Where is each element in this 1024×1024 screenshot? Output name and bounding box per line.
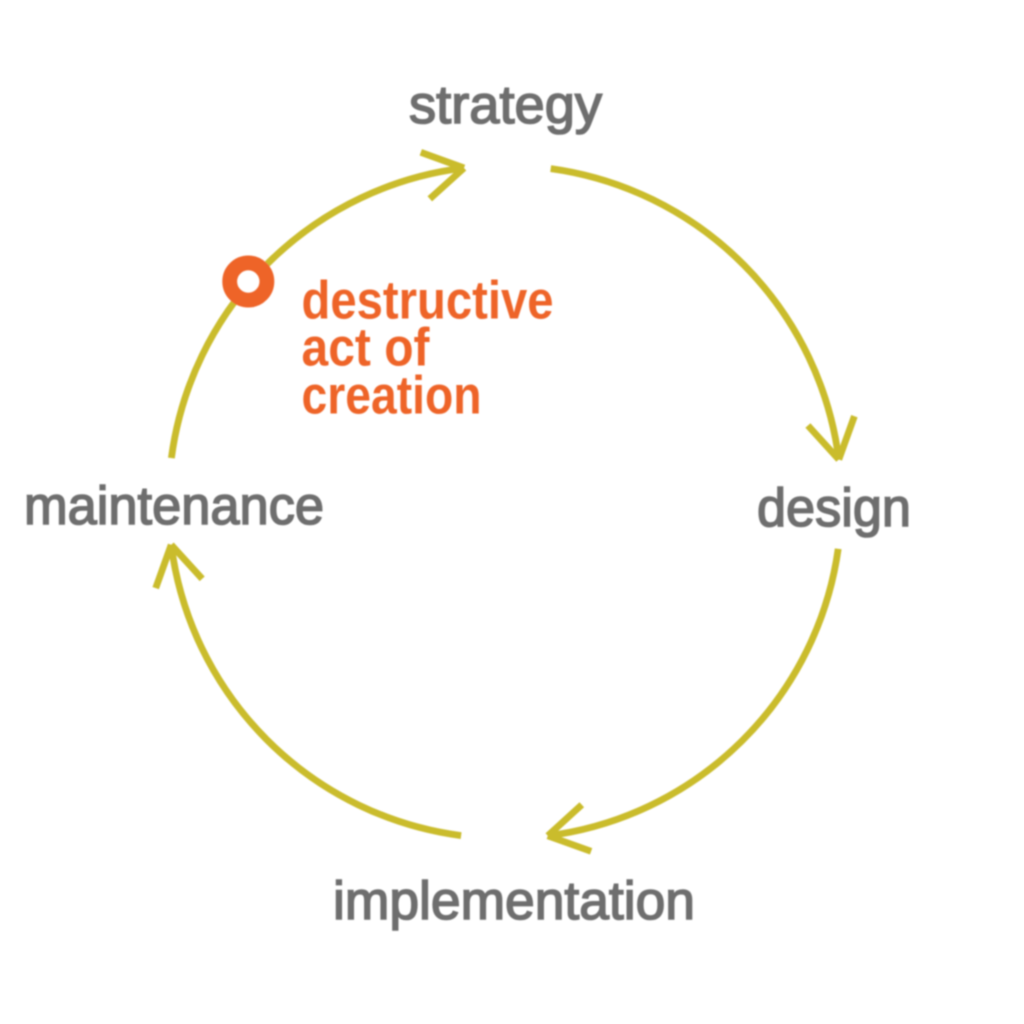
svg-text:creation: creation <box>302 366 482 426</box>
svg-text:destructive: destructive <box>302 271 554 331</box>
svg-text:design: design <box>757 478 911 538</box>
svg-text:implementation: implementation <box>333 871 695 931</box>
svg-text:maintenance: maintenance <box>24 476 324 536</box>
svg-text:act of: act of <box>302 318 431 378</box>
svg-text:strategy: strategy <box>409 75 602 135</box>
